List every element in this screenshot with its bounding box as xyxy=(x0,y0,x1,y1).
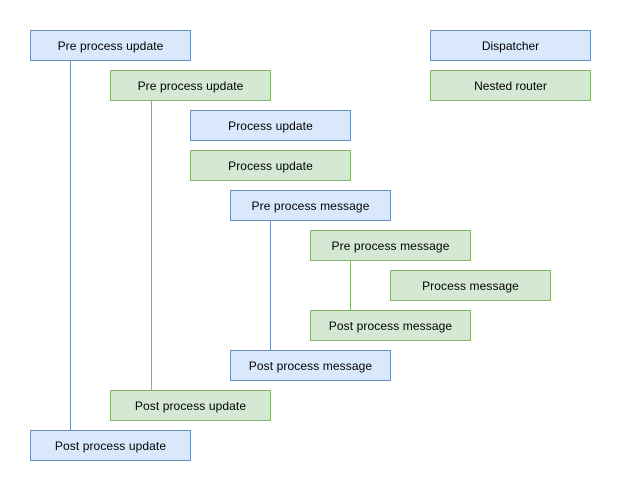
lifeline-connector xyxy=(70,61,71,430)
lifeline-connector xyxy=(270,221,271,350)
node-box[interactable]: Process message xyxy=(390,270,551,301)
legend-item-dispatcher: Dispatcher xyxy=(430,30,591,61)
node-box[interactable]: Post process message xyxy=(230,350,391,381)
legend-item-nested-router: Nested router xyxy=(430,70,591,101)
lifeline-connector xyxy=(350,261,351,310)
node-box[interactable]: Pre process message xyxy=(230,190,391,221)
node-box[interactable]: Pre process message xyxy=(310,230,471,261)
node-box[interactable]: Process update xyxy=(190,110,351,141)
node-box[interactable]: Pre process update xyxy=(30,30,191,61)
node-box[interactable]: Pre process update xyxy=(110,70,271,101)
node-box[interactable]: Process update xyxy=(190,150,351,181)
node-box[interactable]: Post process message xyxy=(310,310,471,341)
lifeline-connector xyxy=(151,101,152,390)
node-box[interactable]: Post process update xyxy=(30,430,191,461)
node-box[interactable]: Post process update xyxy=(110,390,271,421)
